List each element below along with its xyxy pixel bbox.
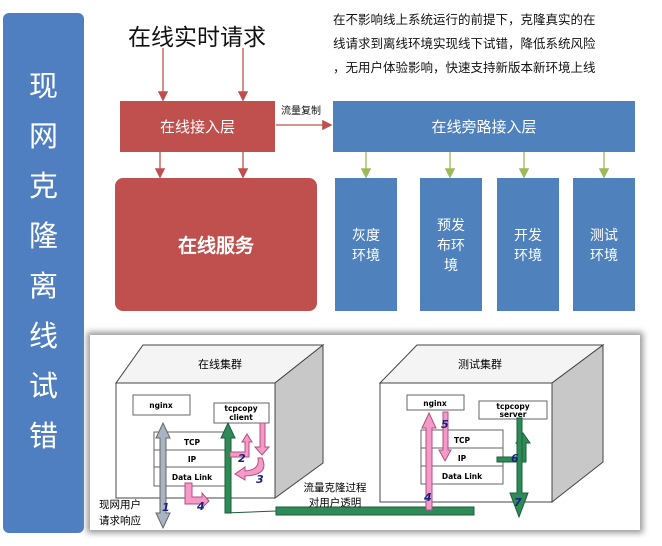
transparent-label-line: 对用户透明 — [309, 496, 362, 509]
user-label-line: 请求响应 — [99, 514, 141, 527]
user-label-line: 现网用户 — [99, 498, 141, 511]
ip-online: IP — [188, 455, 197, 464]
description: 在不影响线上系统运行的前提下，克隆真实的在 线请求到离线环境实现线下试错，降低系… — [333, 8, 623, 80]
online-service: 在线服务 — [115, 178, 317, 311]
pink-arrow-3 — [253, 422, 271, 456]
datalink-test: Data Link — [442, 472, 483, 481]
tcpcopy-server-line: tcpcopy — [496, 402, 529, 411]
traffic-copy-label: 流量复制 — [281, 106, 321, 117]
tcpcopy-client-line: client — [229, 413, 253, 422]
env-label: 预发 — [437, 217, 465, 234]
user-request-arrow — [155, 421, 171, 530]
datalink-online: Data Link — [172, 473, 213, 482]
online-access-layer: 在线接入层 — [120, 101, 275, 152]
step-7: 7 — [514, 496, 522, 509]
flow-arrows — [154, 48, 610, 179]
nginx-test: nginx — [423, 399, 447, 408]
transparent-label-line: 流量克隆过程 — [304, 481, 367, 494]
description-line: 线请求到离线环境实现线下试错，降低系统风险 — [333, 36, 596, 51]
side-char: 线 — [28, 319, 58, 353]
env-dev: 开发环境 — [497, 178, 559, 311]
side-char: 隆 — [28, 219, 58, 253]
step-4: 4 — [196, 500, 205, 513]
online-cluster-label: 在线集群 — [198, 357, 242, 371]
env-prerelease: 预发布环境 — [420, 178, 482, 311]
step-1: 1 — [162, 501, 170, 514]
side-char: 试 — [28, 369, 58, 403]
side-char: 网 — [28, 119, 58, 153]
pink-arrow-4 — [184, 482, 210, 510]
env-label: 环境 — [514, 247, 542, 264]
tcpcopy-server-line: server — [500, 410, 527, 419]
description-line: ，无用户体验影响，快速支持新版本新环境上线 — [333, 60, 596, 75]
side-char: 错 — [28, 419, 58, 453]
test-cluster-label: 测试集群 — [458, 357, 502, 371]
side-char: 现 — [28, 69, 58, 103]
bypass-access-layer: 在线旁路接入层 — [333, 101, 635, 152]
env-label: 布环 — [437, 237, 465, 254]
pink-arrow-2 — [229, 433, 253, 458]
nginx-online: nginx — [149, 401, 173, 410]
tcp-test: TCP — [454, 436, 471, 445]
step-6: 6 — [511, 452, 519, 465]
pink-arrow-4-test — [421, 411, 437, 511]
step-2: 2 — [238, 452, 246, 465]
env-gray: 灰度环境 — [335, 178, 397, 311]
side-char: 克 — [28, 169, 58, 203]
pink-arrow-5 — [438, 411, 452, 463]
page-title: 在线实时请求 — [128, 25, 266, 51]
env-label: 环境 — [590, 247, 618, 264]
side-char: 离 — [28, 269, 58, 303]
step-5: 5 — [441, 418, 449, 431]
env-label: 开发 — [514, 227, 542, 244]
tcpcopy-client-line: tcpcopy — [224, 404, 257, 413]
ip-test: IP — [458, 454, 467, 463]
green-arrow-7 — [509, 417, 529, 519]
env-label: 测试 — [590, 227, 618, 244]
step-3: 3 — [256, 473, 264, 486]
tcp-online: TCP — [184, 438, 201, 447]
pink-arrow-3b — [234, 457, 265, 481]
step-4-test: 4 — [423, 491, 432, 504]
green-return-line — [224, 506, 475, 516]
env-label: 境 — [444, 257, 458, 274]
side-title-panel: 现 网 克 隆 离 线 试 错 — [3, 13, 84, 533]
env-label: 环境 — [352, 247, 380, 264]
env-label: 灰度 — [352, 227, 380, 244]
description-line: 在不影响线上系统运行的前提下，克隆真实的在 — [333, 12, 596, 27]
env-test: 测试环境 — [573, 178, 635, 311]
tcpcopy-diagram: 在线集群 测试集群 nginx tcpcopy client TCP IP Da… — [90, 335, 640, 530]
